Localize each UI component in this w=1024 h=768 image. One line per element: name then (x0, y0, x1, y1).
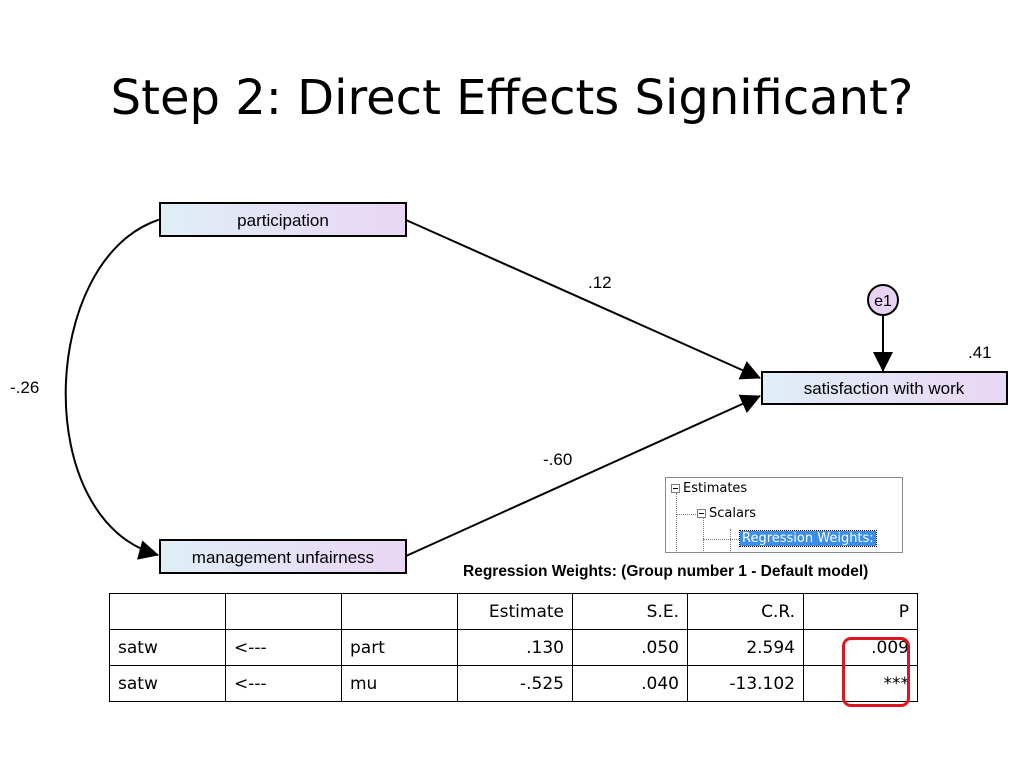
node-participation-label: participation (237, 211, 329, 230)
path-participation-to-satisfaction (405, 219, 761, 380)
node-management-unfairness-label: management unfairness (192, 548, 374, 567)
table-cell: <--- (225, 629, 342, 666)
coef-r-squared: .41 (968, 343, 992, 362)
table-row: satw <--- part .130 .050 2.594 .009 (109, 629, 918, 666)
covariance-arrow (64, 204, 180, 560)
table-cell: satw (109, 665, 226, 702)
table-header-cell: Estimate (457, 593, 573, 630)
table-cell: *** (803, 665, 918, 702)
table-cell: 2.594 (687, 629, 804, 666)
tree-node-regression-weights-label: Regression Weights: (739, 530, 877, 547)
node-error-e1: e1 (867, 284, 899, 316)
table-header-cell: C.R. (687, 593, 804, 630)
tree-node-estimates-label: Estimates (683, 481, 748, 496)
node-satisfaction-with-work: satisfaction with work (761, 371, 1008, 405)
table-cell: -13.102 (687, 665, 804, 702)
table-cell: <--- (225, 665, 342, 702)
coef-unfairness: -.60 (543, 450, 572, 469)
node-participation: participation (159, 202, 407, 237)
path-unfairness-to-satisfaction (405, 394, 761, 557)
tree-node-scalars-label: Scalars (709, 506, 757, 521)
tree-node-scalars[interactable]: Scalars (697, 505, 756, 523)
table-cell: .040 (572, 665, 688, 702)
coef-participation: .12 (588, 273, 612, 292)
table-cell: .050 (572, 629, 688, 666)
table-cell: mu (341, 665, 458, 702)
slide-title: Step 2: Direct Effects Significant? (110, 70, 914, 126)
table-cell: .009 (803, 629, 918, 666)
estimates-tree: Estimates Scalars Regression Weights: (665, 477, 903, 553)
tree-node-estimates[interactable]: Estimates (671, 480, 747, 498)
table-header-cell (109, 593, 226, 630)
table-cell: satw (109, 629, 226, 666)
node-error-label: e1 (874, 293, 892, 310)
node-satisfaction-label: satisfaction with work (804, 379, 965, 398)
table-header-cell (225, 593, 342, 630)
collapse-icon[interactable] (671, 484, 680, 493)
table-row: satw <--- mu -.525 .040 -13.102 *** (109, 665, 918, 702)
node-management-unfairness: management unfairness (159, 539, 407, 574)
table-header-cell (341, 593, 458, 630)
table-header-row: Estimate S.E. C.R. P (109, 593, 918, 630)
tree-node-regression-weights[interactable]: Regression Weights: (739, 530, 877, 548)
table-header-cell: S.E. (572, 593, 688, 630)
table-header-cell: P (803, 593, 918, 630)
regression-weights-table: Estimate S.E. C.R. P satw <--- part .130… (109, 593, 918, 702)
results-caption: Regression Weights: (Group number 1 - De… (463, 563, 869, 580)
coef-covariance: -.26 (10, 378, 39, 397)
collapse-icon[interactable] (697, 509, 706, 518)
table-cell: -.525 (457, 665, 573, 702)
table-cell: part (341, 629, 458, 666)
p-value-highlight (842, 637, 910, 707)
table-cell: .130 (457, 629, 573, 666)
